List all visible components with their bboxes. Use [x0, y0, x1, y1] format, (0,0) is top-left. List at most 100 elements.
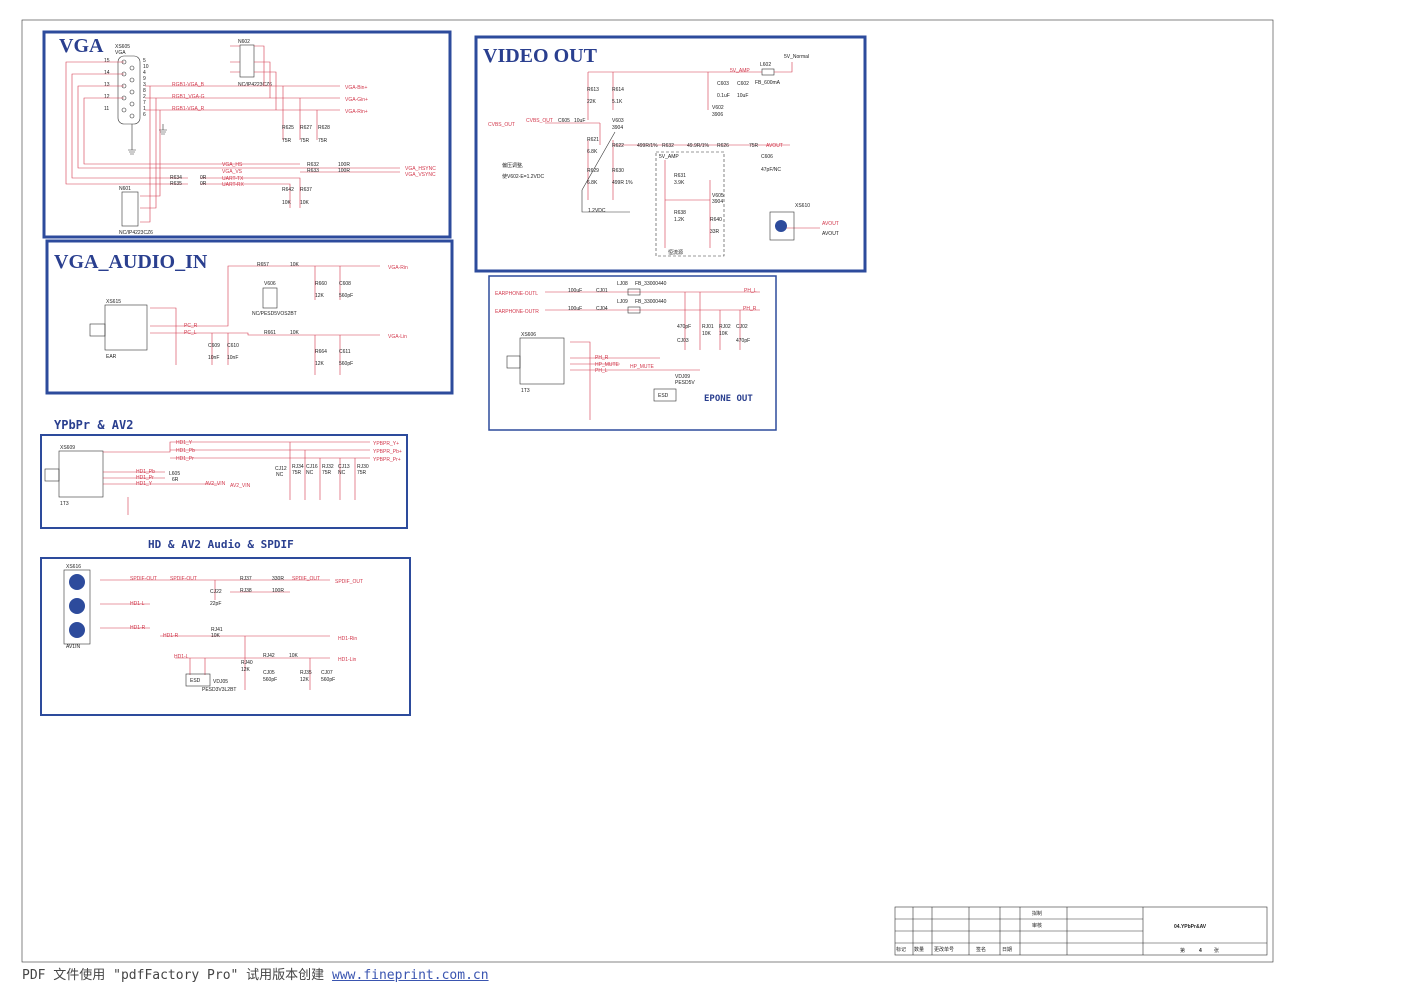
video-jack-out: AVOUT: [822, 221, 839, 227]
vga-pin: 14: [104, 70, 110, 76]
epone-res-ref: RJ02: [719, 324, 731, 330]
audio-cap-ref: C611: [339, 349, 351, 355]
ypbpr-av2: AV2_VIN: [205, 481, 226, 487]
vga-box: [42, 30, 452, 239]
vga-ic-top: [239, 44, 255, 78]
spdif-title: HD & AV2 Audio & SPDIF: [148, 538, 294, 551]
ypbpr-part-val: NC: [306, 470, 314, 476]
ground-icon: [128, 124, 136, 155]
ypbpr-title: YPbPr & AV2: [54, 418, 133, 432]
video-res-ref: R622: [612, 143, 624, 149]
vga-res-ref: R628: [318, 125, 330, 131]
video-q-ref: V603: [612, 118, 624, 124]
epone-out: PH_L: [744, 288, 757, 294]
epone-net: HP_MUTE: [595, 362, 620, 368]
spdif-esd: [185, 673, 211, 687]
vga-res-ref: R625: [282, 125, 294, 131]
epone-mute: HP_MUTE: [630, 364, 655, 370]
epone-net: PH_R: [595, 355, 609, 361]
video-res-ref: R631: [674, 173, 686, 179]
ear-jack: [104, 304, 148, 351]
epone-conn-sub: 1T3: [521, 388, 530, 394]
spdif-cap-ref: CJ05: [263, 670, 275, 676]
spdif-net-2: SPDIF-OUT: [170, 576, 197, 582]
spdif-res-val: 12K: [300, 677, 310, 683]
ypbpr-part-val: NC: [338, 470, 346, 476]
video-res-val: 5.1K: [612, 99, 623, 105]
spdif-conn-sub: AV1IN: [66, 644, 80, 650]
vga-conn-sub: VGA: [115, 50, 126, 56]
spdif-hd1l: HD1-L: [174, 654, 189, 660]
sheet-post: 张: [1214, 947, 1219, 954]
audio-res-val: 12K: [315, 361, 325, 367]
ypbpr-conn-ref: XS609: [60, 445, 75, 451]
video-res-val: 6.8K: [587, 149, 598, 155]
ypbpr-part-ref: CJ12: [275, 466, 287, 472]
spdif-out-l: HD1-Lin: [338, 657, 357, 663]
epone-cap-ref: CJ04: [596, 306, 608, 312]
audio-res-ref: R660: [315, 281, 327, 287]
vga-wires: [65, 45, 400, 223]
epone-esd-lbl: ESD: [658, 393, 669, 399]
video-note-1: 偏压调整,: [502, 162, 523, 169]
spdif-esd-ref: VDJ05: [213, 679, 228, 685]
vga-title: VGA: [59, 35, 104, 57]
epone-jack: [519, 337, 565, 385]
spdif-conn-ref: XS616: [66, 564, 81, 570]
spdif-cap-val: 560pF: [321, 677, 335, 683]
video-l-ref: L602: [760, 62, 771, 68]
vga-connector-pins: [121, 59, 135, 119]
vga-out: VGA-Rin+: [345, 109, 368, 115]
epone-conn-ref: XS606: [521, 332, 536, 338]
video-cap-val: 10uF: [737, 93, 748, 99]
vga-pin: 2: [143, 94, 146, 100]
video-jack-ref: XS610: [795, 203, 810, 209]
video-q-ref: V602: [712, 105, 724, 111]
audio-net: PC_L: [184, 330, 197, 336]
audio-net: PC_R: [184, 323, 198, 329]
vga-sync-out: VGA_VSYNC: [405, 172, 436, 178]
epone-out: PH_R: [743, 306, 757, 312]
av-jack-icon: [775, 220, 787, 232]
video-cap-val: 47pF/NC: [761, 167, 781, 173]
spdif-res-val: 10K: [211, 633, 221, 639]
title-col: 日期: [1002, 947, 1012, 953]
ypbpr-out: YPBPR_Y+: [373, 441, 399, 447]
vga-pin: 11: [104, 106, 109, 112]
vga-pin: 3: [143, 82, 146, 88]
spdif-res-val: 10K: [289, 653, 299, 659]
video-cap-ref: C602: [737, 81, 749, 87]
video-res-val: 6.8K: [587, 180, 598, 186]
vga-pin: 7: [143, 100, 146, 106]
ear-jack-plug: [89, 323, 106, 337]
epone-res-ref: RJ01: [702, 324, 714, 330]
spdif-res-val: 12K: [241, 667, 251, 673]
vga-net: VGA_VS: [222, 169, 243, 175]
audio-res-ref: R661: [264, 330, 276, 336]
video-out-title: VIDEO OUT: [483, 45, 598, 67]
vga-res-val: 100R: [338, 168, 350, 174]
vga-audio-in-title: VGA_AUDIO_IN: [54, 251, 208, 273]
epone-jack-plug: [506, 355, 521, 369]
audio-out: VGA-Lin: [388, 334, 407, 340]
audio-res-ref: R657: [257, 262, 269, 268]
audio-res-val: 10K: [290, 330, 300, 336]
vga-res-val: 75R: [300, 138, 310, 144]
video-cvbs-in: CVBS_OUT: [488, 122, 515, 128]
vga-pin: 5: [143, 58, 146, 64]
audio-esd-part: NC/PESD5VOS2BT: [252, 311, 297, 317]
vga-sync-out: VGA_HSYNC: [405, 166, 436, 172]
epone-res-val: 10K: [719, 331, 729, 337]
video-current-src: 恒流源: [668, 249, 683, 256]
video-res-ref: R626: [717, 143, 729, 149]
sheet-frame: [21, 19, 1274, 963]
footer-link[interactable]: www.fineprint.com.cn: [332, 968, 489, 983]
ground-icon: [159, 124, 167, 135]
vga-pin: 6: [143, 112, 146, 118]
ypbpr-out: YPBPR_Pb+: [373, 449, 402, 455]
video-res-val: 1.2K: [674, 217, 685, 223]
ypbpr-part-val: NC: [276, 472, 284, 478]
video-res-ref: R630: [612, 168, 624, 174]
vga-ic-bot-ref: N601: [119, 186, 131, 192]
spdif-wires: [100, 579, 330, 690]
